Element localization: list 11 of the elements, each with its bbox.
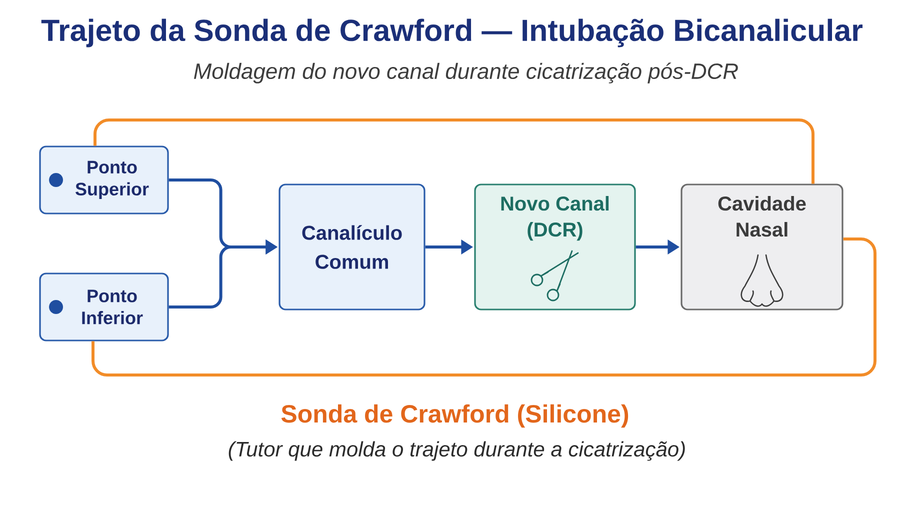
subtitle: Moldagem do novo canal durante cicatrização pós-DCR <box>194 62 738 84</box>
process-box: Novo Canal (DCR) <box>474 184 636 310</box>
tube-line <box>94 118 814 184</box>
entry-box: Ponto Superior <box>39 146 169 214</box>
process-box: Canalículo Comum <box>278 184 426 310</box>
title: Trajeto da Sonda de Crawford — Intubação Bicanalicular <box>41 18 862 48</box>
note: (Tutor que molda o trajeto durante a cicatrização) <box>228 441 685 461</box>
process-box: Cavidade Nasal <box>680 184 844 310</box>
tube-line <box>92 238 876 376</box>
entry-box: Ponto Inferior <box>39 272 169 342</box>
tube-label: Sonda de Crawford (Silicone) <box>281 404 628 428</box>
